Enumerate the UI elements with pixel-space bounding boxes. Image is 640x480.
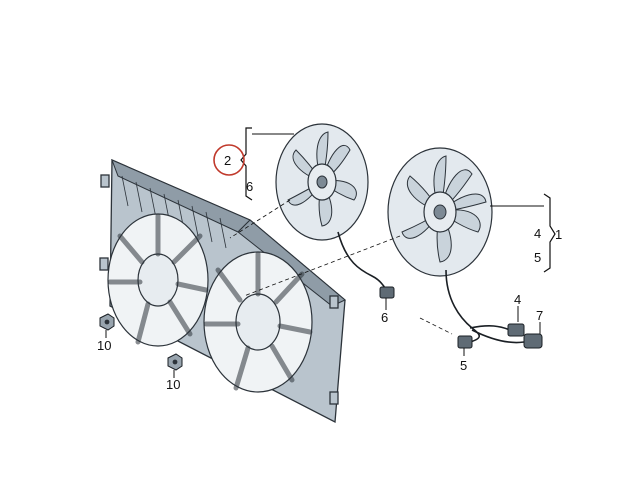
callout-10-left[interactable]: 10 xyxy=(97,338,111,353)
callout-6-small-fan[interactable]: 6 xyxy=(246,179,253,194)
callout-5-connector[interactable]: 5 xyxy=(460,358,467,373)
callout-4-bracket[interactable]: 4 xyxy=(534,226,541,241)
highlight-circle xyxy=(213,144,245,176)
callout-lines xyxy=(105,127,556,378)
callout-1[interactable]: 1 xyxy=(555,227,562,242)
fan-shroud xyxy=(99,159,346,424)
callout-4-connector[interactable]: 4 xyxy=(514,292,521,307)
nut-bottom xyxy=(167,353,183,371)
leader-lines xyxy=(229,199,453,335)
small-fan-motor xyxy=(275,123,395,299)
callout-10-bottom[interactable]: 10 xyxy=(166,377,180,392)
callout-2[interactable]: 2 xyxy=(224,153,231,168)
nut-left xyxy=(99,313,115,331)
callout-5-bracket[interactable]: 5 xyxy=(534,250,541,265)
callout-6-connector[interactable]: 6 xyxy=(381,310,388,325)
large-fan-motor xyxy=(387,147,543,349)
callout-7[interactable]: 7 xyxy=(536,308,543,323)
